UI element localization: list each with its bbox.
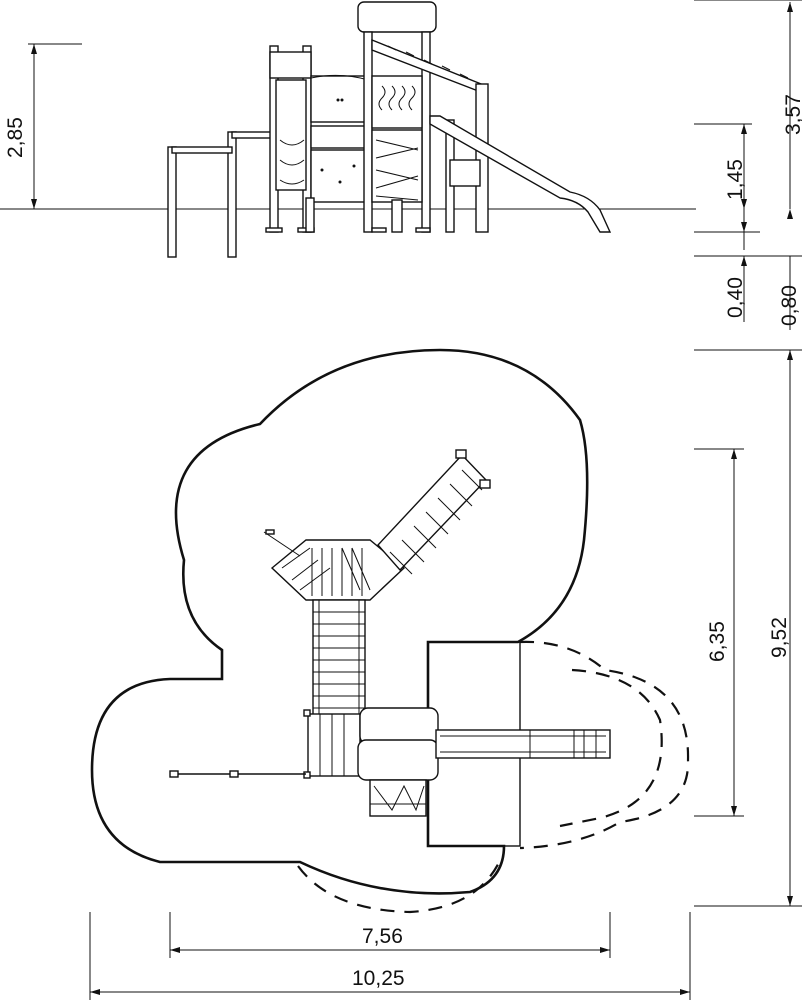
main-tower <box>357 1 437 233</box>
lower-platform <box>303 709 361 779</box>
side-elevation <box>0 1 696 258</box>
overhead-ladder <box>371 38 489 233</box>
safety-zone-outline <box>90 348 589 895</box>
tower-roof <box>357 707 439 781</box>
dim-side-height-total: 3,57 <box>782 94 802 135</box>
horizontal-bar <box>167 131 275 258</box>
slide <box>429 115 612 233</box>
side-dimensions: 2,85 3,57 1,45 0,40 0,80 <box>4 0 802 330</box>
plan-view <box>90 348 690 914</box>
platform-panel <box>305 74 369 233</box>
dim-side-height-left: 2,85 <box>4 117 27 158</box>
dim-plan-depth-inner: 6,35 <box>706 621 729 662</box>
plan-dimensions: 9,52 6,35 7,56 10,25 <box>89 349 802 1000</box>
dim-side-depth-large: 0,80 <box>778 285 801 326</box>
dim-side-depth-small: 0,40 <box>724 277 747 318</box>
dim-side-height-platform: 1,45 <box>724 159 747 200</box>
plan-walkway <box>312 599 366 717</box>
left-tower <box>265 45 315 233</box>
plan-horizontal-bar <box>169 770 306 778</box>
climbing-wall <box>369 779 427 817</box>
dim-plan-depth-total: 9,52 <box>768 617 791 658</box>
plan-ladder <box>377 449 491 575</box>
plan-slide <box>435 729 611 759</box>
dim-plan-width-total: 10,25 <box>352 967 405 990</box>
slide-zone-dashed <box>519 640 690 850</box>
upper-platform <box>263 529 406 601</box>
dim-plan-width-inner: 7,56 <box>362 925 403 948</box>
